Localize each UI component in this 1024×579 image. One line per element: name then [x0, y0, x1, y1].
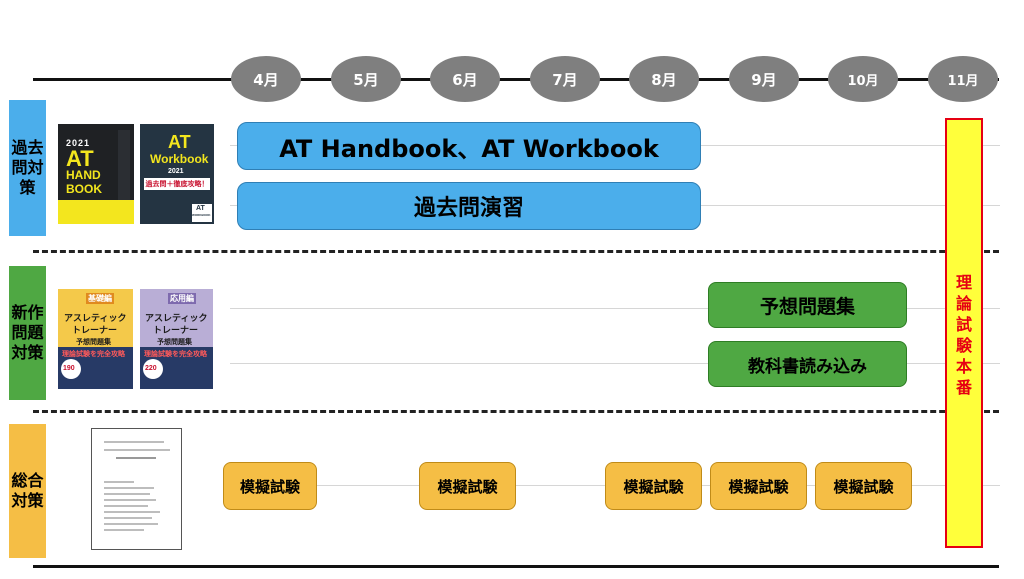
category-new-problems: 新作問題対策: [9, 266, 46, 400]
handbook-workbook-bar: AT Handbook、AT Workbook: [237, 122, 701, 170]
cover-spine: [118, 130, 130, 200]
count-badge: 220: [143, 359, 163, 379]
textbook-reading-bar: 教科書読み込み: [708, 341, 907, 387]
category-past-exams: 過去問対策: [9, 100, 46, 236]
cover-lower-panel: 理論試験を完全攻略 190: [58, 347, 133, 389]
section-divider-1: [33, 250, 999, 253]
month-sep: 9月: [729, 56, 799, 102]
mock-exam-box: 模擬試験: [223, 462, 317, 510]
month-may: 5月: [331, 56, 401, 102]
month-apr: 4月: [231, 56, 301, 102]
mock-exam-box: 模擬試験: [815, 462, 912, 510]
trainer-basic-cover-image: 基礎編 アスレティック トレーナー 予想問題集 理論試験を完全攻略 190: [58, 289, 133, 389]
guide-line: [230, 363, 1000, 364]
cover-accent: [58, 200, 134, 224]
trainer-applied-cover-image: 応用編 アスレティック トレーナー 予想問題集 理論試験を完全攻略 220: [140, 289, 213, 389]
category-general: 総合対策: [9, 424, 46, 558]
month-jun: 6月: [430, 56, 500, 102]
handbook-cover-image: 2021 AT HAND BOOK: [58, 124, 134, 224]
mock-exam-box: 模擬試験: [605, 462, 702, 510]
prediction-problems-bar: 予想問題集: [708, 282, 907, 328]
count-badge: 190: [61, 359, 81, 379]
month-aug: 8月: [629, 56, 699, 102]
cover-lower-panel: 理論試験を完全攻略 220: [140, 347, 213, 389]
guide-line: [230, 308, 1000, 309]
past-exam-practice-bar: 過去問演習: [237, 182, 701, 230]
mock-exam-box: 模擬試験: [710, 462, 807, 510]
bottom-rule: [33, 565, 999, 568]
mock-exam-box: 模擬試験: [419, 462, 516, 510]
section-divider-2: [33, 410, 999, 413]
timeline-axis: [33, 78, 999, 81]
cover-badge: AT WORKBOOK: [192, 204, 212, 222]
month-jul: 7月: [530, 56, 600, 102]
month-nov: 11月: [928, 56, 998, 102]
mock-exam-document-image: [91, 428, 182, 550]
final-theory-exam-bar: 理論試験本番: [945, 118, 983, 548]
month-oct: 10月: [828, 56, 898, 102]
workbook-cover-image: AT Workbook 2021 過去問＋徹底攻略！ AT WORKBOOK: [140, 124, 214, 224]
